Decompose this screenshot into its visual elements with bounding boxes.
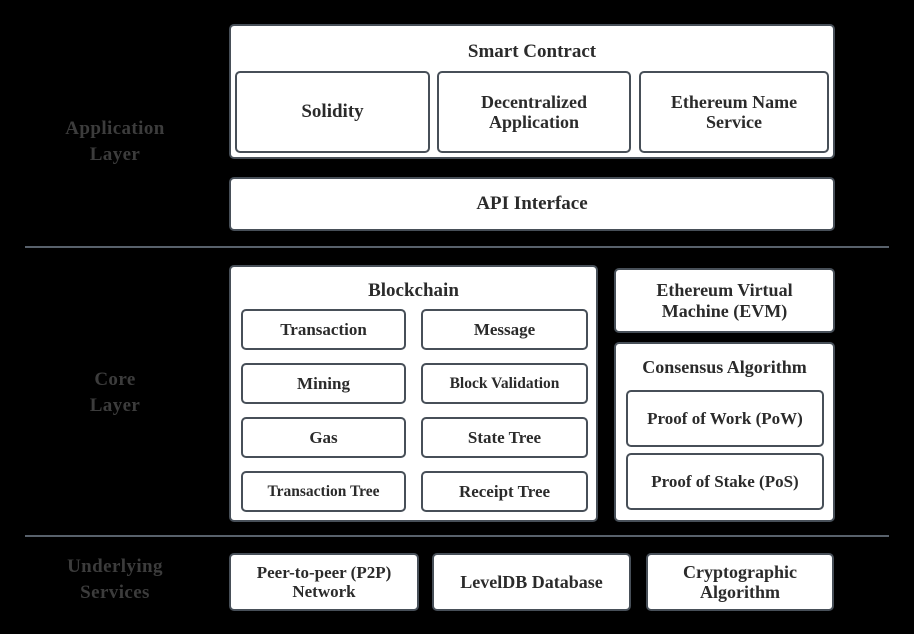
layer-label-core-line1: Core [94, 369, 136, 390]
item-ethereum-name-service[interactable]: Ethereum Name Service [639, 71, 829, 153]
group-blockchain-title: Blockchain [368, 280, 459, 301]
item-leveldb-database[interactable]: LevelDB Database [432, 553, 631, 611]
item-decentralized-application[interactable]: Decentralized Application [437, 71, 631, 153]
item-p2p-network[interactable]: Peer-to-peer (P2P) Network [229, 553, 419, 611]
item-api-interface[interactable]: API Interface [229, 177, 835, 231]
item-receipt-tree[interactable]: Receipt Tree [421, 471, 588, 512]
layer-label-underlying-services: Underlying Services [10, 554, 220, 605]
item-state-tree[interactable]: State Tree [421, 417, 588, 458]
item-message[interactable]: Message [421, 309, 588, 350]
item-solidity[interactable]: Solidity [235, 71, 430, 153]
item-mining[interactable]: Mining [241, 363, 406, 404]
group-smart-contract-title: Smart Contract [467, 41, 597, 62]
layer-label-application: Application Layer [10, 116, 220, 167]
item-gas[interactable]: Gas [241, 417, 406, 458]
layer-divider-core-underlying [25, 535, 889, 537]
item-cryptographic-algorithm[interactable]: Cryptographic Algorithm [646, 553, 834, 611]
layer-label-core: Core Layer [10, 367, 220, 418]
group-consensus-algorithm-title: Consensus Algorithm [642, 357, 807, 377]
item-transaction[interactable]: Transaction [241, 309, 406, 350]
layer-divider-application-core [25, 246, 889, 248]
layer-label-underlying-services-line2: Services [80, 581, 150, 603]
item-block-validation[interactable]: Block Validation [421, 363, 588, 404]
layer-label-application-line1: Application [65, 118, 165, 139]
item-transaction-tree[interactable]: Transaction Tree [241, 471, 406, 512]
item-proof-of-work[interactable]: Proof of Work (PoW) [626, 390, 824, 447]
layer-label-application-line2: Layer [89, 143, 141, 165]
item-proof-of-stake[interactable]: Proof of Stake (PoS) [626, 453, 824, 510]
item-ethereum-virtual-machine[interactable]: Ethereum Virtual Machine (EVM) [614, 268, 835, 333]
layer-label-underlying-services-line1: Underlying [67, 556, 163, 577]
layer-label-core-line2: Layer [89, 394, 141, 416]
